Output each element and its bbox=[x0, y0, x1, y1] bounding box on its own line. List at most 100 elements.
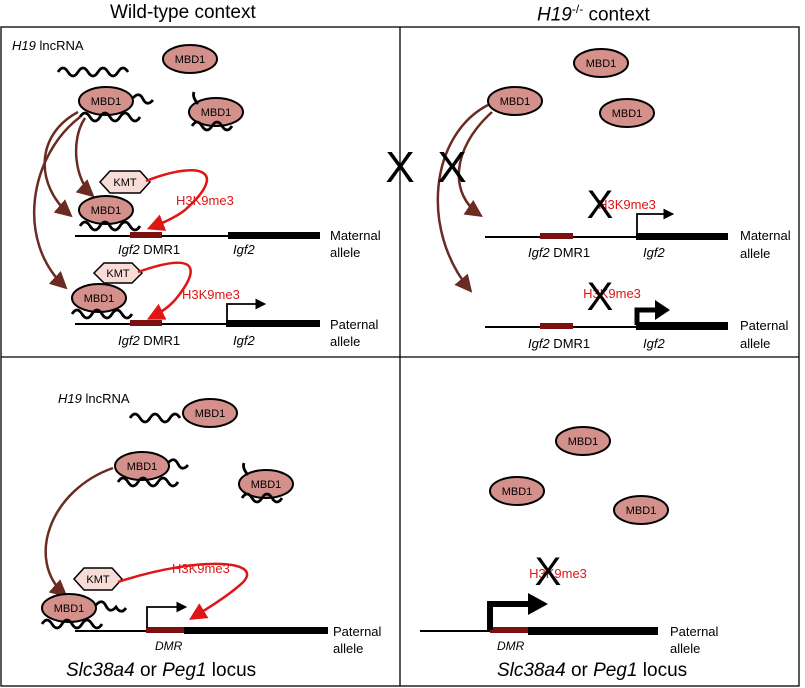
tl-mbd1-maternal: MBD1 bbox=[78, 195, 142, 232]
tr-x-paternal: X bbox=[587, 275, 614, 319]
tr-igf2-gene-paternal bbox=[636, 322, 728, 330]
tr-paternal-allele-label: allele bbox=[740, 336, 770, 351]
bl-kmt: KMT bbox=[72, 567, 124, 591]
tl-igf2-label-paternal: Igf2 bbox=[233, 333, 255, 348]
tl-igf2-dmr1-label-maternal: Igf2 DMR1 bbox=[118, 242, 180, 257]
bl-dmr bbox=[146, 627, 184, 633]
bl-dmr-label: DMR bbox=[155, 639, 183, 653]
tr-recruit-arrow-maternal bbox=[457, 111, 493, 217]
tl-mbd1-rna-complex-1: MBD1 bbox=[78, 86, 155, 123]
bl-h19-lncrna-label: H19 lncRNA bbox=[58, 391, 130, 406]
svg-text:MBD1: MBD1 bbox=[500, 96, 531, 108]
br-mbd1-free-2: MBD1 bbox=[489, 476, 545, 506]
svg-text:MBD1: MBD1 bbox=[502, 486, 533, 498]
tr-h3k9me3-label-maternal: H3K9me3 bbox=[598, 197, 656, 212]
bl-recruit-arrow bbox=[44, 466, 114, 598]
svg-text:MBD1: MBD1 bbox=[586, 58, 617, 70]
tl-recruit-arrow-maternal-1 bbox=[43, 110, 79, 218]
footer-gene-slc38a4: Slc38a4 bbox=[497, 660, 566, 681]
br-gene bbox=[528, 627, 658, 635]
footer-or: or bbox=[134, 660, 163, 681]
tl-igf2-label-maternal: Igf2 bbox=[233, 242, 255, 257]
footer-gene-peg1: Peg1 bbox=[593, 660, 638, 681]
tr-transcription-start-paternal bbox=[655, 300, 670, 320]
tr-block-x-1: X bbox=[385, 143, 414, 192]
tl-dmr1-maternal bbox=[130, 232, 162, 238]
tl-h3k9me3-label-paternal: H3K9me3 bbox=[182, 287, 240, 302]
tr-transcription-start-maternal bbox=[636, 208, 675, 235]
br-mbd1-free-3: MBD1 bbox=[613, 495, 669, 525]
svg-text:MBD1: MBD1 bbox=[127, 461, 158, 473]
tl-h3k9me3-label-maternal: H3K9me3 bbox=[176, 193, 234, 208]
header-h19-knockout: H19-/- context bbox=[537, 2, 650, 26]
br-x: X bbox=[535, 550, 562, 594]
svg-text:MBD1: MBD1 bbox=[91, 96, 122, 108]
footer-locus-left: Slc38a4 or Peg1 locus bbox=[66, 660, 256, 682]
header-wild-type: Wild-type context bbox=[110, 2, 256, 23]
svg-text:MBD1: MBD1 bbox=[84, 293, 115, 305]
tl-h3k9me3-arrow-paternal bbox=[137, 261, 192, 320]
bl-mbd1-bound: MBD1 bbox=[40, 593, 128, 630]
tr-maternal-allele-label: allele bbox=[740, 246, 770, 261]
tr-igf2-dmr1-label-paternal: Igf2 DMR1 bbox=[528, 336, 590, 351]
tl-recruit-arrow-paternal bbox=[33, 116, 81, 290]
tr-paternal-label: Paternal bbox=[740, 318, 789, 333]
tr-h3k9me3-label-paternal: H3K9me3 bbox=[583, 286, 641, 301]
br-dmr bbox=[490, 627, 528, 633]
footer-locus-word: locus bbox=[206, 660, 257, 681]
header-h19-gene: H19 bbox=[537, 4, 572, 26]
svg-text:KMT: KMT bbox=[113, 177, 137, 189]
br-transcription-start bbox=[528, 593, 548, 615]
svg-text:MBD1: MBD1 bbox=[175, 54, 206, 66]
bl-paternal-allele-label: allele bbox=[333, 641, 363, 656]
svg-text:MBD1: MBD1 bbox=[91, 205, 122, 217]
svg-text:MBD1: MBD1 bbox=[568, 436, 599, 448]
svg-text:MBD1: MBD1 bbox=[201, 107, 232, 119]
br-dmr-label: DMR bbox=[497, 639, 525, 653]
tl-igf2-dmr1-label-paternal: Igf2 DMR1 bbox=[118, 333, 180, 348]
header-h19-superscript: -/- bbox=[571, 2, 584, 16]
svg-text:MBD1: MBD1 bbox=[626, 505, 657, 517]
tr-igf2-dmr1-label-maternal: Igf2 DMR1 bbox=[528, 245, 590, 260]
tl-paternal-label: Paternal bbox=[330, 317, 379, 332]
tr-block-x-2: X bbox=[437, 143, 466, 192]
tl-maternal-label: Maternal bbox=[330, 228, 381, 243]
tr-igf2-label-maternal: Igf2 bbox=[643, 245, 665, 260]
svg-text:KMT: KMT bbox=[86, 574, 110, 586]
tr-mbd1-free-1: MBD1 bbox=[573, 48, 629, 78]
tr-dmr1-maternal bbox=[540, 233, 573, 239]
bl-transcription-start bbox=[146, 601, 188, 628]
tr-igf2-gene-maternal bbox=[636, 233, 728, 240]
svg-text:MBD1: MBD1 bbox=[195, 408, 226, 420]
tl-maternal-allele-label: allele bbox=[330, 245, 360, 260]
tr-dmr1-paternal bbox=[540, 323, 573, 329]
footer-gene-peg1: Peg1 bbox=[162, 660, 207, 681]
br-h3k9me3-label: H3K9me3 bbox=[529, 566, 587, 581]
tl-igf2-gene-maternal bbox=[228, 232, 320, 239]
tl-kmt-paternal: KMT bbox=[92, 262, 144, 284]
br-paternal-label: Paternal bbox=[670, 624, 719, 639]
tl-mbd1-rna-complex-2: MBD1 bbox=[188, 91, 244, 132]
tl-igf2-gene-paternal bbox=[226, 320, 320, 327]
tl-free-lncrna bbox=[56, 66, 130, 78]
bl-mbd1-rna-complex-1: MBD1 bbox=[114, 451, 190, 488]
tl-transcription-start-paternal bbox=[226, 298, 267, 322]
bl-mbd1-free: MBD1 bbox=[182, 398, 238, 428]
svg-text:MBD1: MBD1 bbox=[54, 603, 85, 615]
svg-text:KMT: KMT bbox=[106, 268, 130, 280]
tr-recruit-arrow-paternal bbox=[436, 103, 489, 293]
svg-text:MBD1: MBD1 bbox=[251, 479, 282, 491]
tl-recruit-arrow-maternal-2 bbox=[74, 117, 95, 198]
bl-h3k9me3-label: H3K9me3 bbox=[172, 561, 230, 576]
br-paternal-allele-label: allele bbox=[670, 641, 700, 656]
tl-mbd1-free: MBD1 bbox=[162, 44, 218, 74]
header-context-label: context bbox=[583, 4, 650, 26]
footer-locus-right: Slc38a4 or Peg1 locus bbox=[497, 660, 687, 682]
tl-mbd1-paternal: MBD1 bbox=[70, 283, 134, 320]
tl-dmr1-paternal bbox=[130, 320, 162, 326]
tr-mbd1-free-3: MBD1 bbox=[599, 98, 655, 128]
footer-or: or bbox=[565, 660, 594, 681]
tr-mbd1-free-2: MBD1 bbox=[487, 86, 543, 116]
tr-igf2-label-paternal: Igf2 bbox=[643, 336, 665, 351]
